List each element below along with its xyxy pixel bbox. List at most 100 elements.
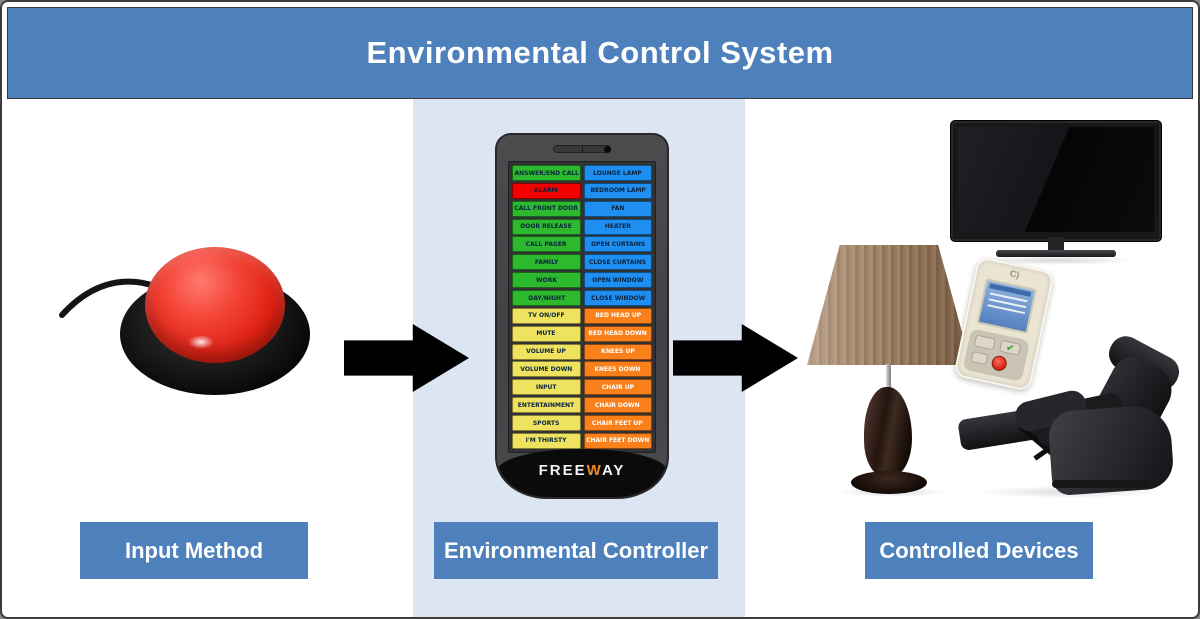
controller-button[interactable]: VOLUME UP [512,343,581,360]
brand-part-2: W [586,462,602,479]
controller-button[interactable]: FAMILY [512,254,581,271]
controller-button-label: CLOSE WINDOW [590,294,645,302]
controller-button-label: OPEN CURTAINS [590,241,645,248]
controller-button[interactable]: CALL PAGER [512,236,581,253]
controller-button-label: WORK [535,276,557,284]
controller-button-label: FAMILY [534,258,558,266]
controller-button-row: INPUT CHAIR UP [512,379,652,396]
controller-button[interactable]: HEATER [583,218,652,235]
controller-button[interactable]: BED HEAD UP [583,307,652,324]
tv-stand-base [996,250,1116,257]
tv-stand-neck [1048,237,1064,250]
controller-button[interactable]: CHAIR FEET DOWN [583,432,652,449]
controller-chin: FREEWAY [497,449,667,497]
tv-shadow [976,256,1136,265]
controller-button-row: DAY/NIGHT CLOSE WINDOW [512,290,652,307]
controller-button-label: LOUNGE LAMP [593,169,643,177]
controller-button-row: CALL PAGER OPEN CURTAINS [512,236,652,253]
controller-button-label: VOLUME DOWN [520,366,573,373]
controller-button[interactable]: BEDROOM LAMP [583,182,652,199]
controller-button[interactable]: INPUT [512,379,581,396]
camera-icon [604,146,611,153]
controller-button-label: CHAIR FEET DOWN [586,437,650,445]
controller-button[interactable]: DAY/NIGHT [512,290,581,307]
controller-button-label: FAN [611,205,625,213]
jellybean-switch-image [59,237,322,402]
title-bar: Environmental Control System [7,7,1193,99]
speaker-icon [553,145,611,153]
environmental-controller-label-text: Environmental Controller [443,537,709,563]
controller-button-label: INPUT [535,384,557,391]
controller-button[interactable]: I'M THIRSTY [512,432,581,449]
controller-button-label: BEDROOM LAMP [590,187,646,195]
tv-screen [958,127,1154,232]
brand-part-1: FREE [538,462,587,479]
input-method-label: Input Method [80,522,308,579]
controller-button-label: BED HEAD UP [594,312,641,320]
freeway-logo: FREEWAY [539,462,626,479]
controller-button-row: WORK OPEN WINDOW [512,272,652,289]
switch-highlight [188,335,214,349]
controller-button-label: CALL FRONT DOOR [514,205,579,213]
controller-button-label: ALARM [534,187,559,195]
controller-button[interactable]: CHAIR DOWN [583,397,652,414]
controller-button-label: CHAIR UP [601,384,634,391]
controller-button-row: VOLUME DOWN KNEES DOWN [512,361,652,378]
controller-button[interactable]: BED HEAD DOWN [583,325,652,342]
controller-button-label: MUTE [536,330,556,338]
lamp-shade [807,245,971,365]
controller-button-label: ENTERTAINMENT [518,401,575,409]
controller-button-row: FAMILY CLOSE CURTAINS [512,254,652,271]
controller-button[interactable]: VOLUME DOWN [512,361,581,378]
controller-button[interactable]: WORK [512,272,581,289]
controller-button-label: HEATER [604,223,631,230]
tv-bezel [950,120,1162,242]
controller-button-row: I'M THIRSTY CHAIR FEET DOWN [512,432,652,449]
controller-button[interactable]: ALARM [512,182,581,199]
controller-button-label: BED HEAD DOWN [588,330,647,338]
controller-button[interactable]: CHAIR FEET UP [583,415,652,432]
controller-button-label: SPORTS [532,419,560,427]
controller-button-label: ANSWER/END CALL [514,169,579,177]
controller-button[interactable]: LOUNGE LAMP [583,165,652,181]
controller-button[interactable]: CLOSE CURTAINS [583,254,652,271]
controller-button-label: KNEES DOWN [594,366,641,373]
controller-button[interactable]: SPORTS [512,415,581,432]
controller-button-label: CHAIR FEET UP [592,419,644,427]
controller-button[interactable]: OPEN WINDOW [583,272,652,289]
lamp-base [851,471,927,494]
controller-button[interactable]: ENTERTAINMENT [512,397,581,414]
lamp-stem [886,364,891,390]
environmental-controller-label: Environmental Controller [434,522,718,579]
controller-button-row: SPORTS CHAIR FEET UP [512,415,652,432]
controller-button-label: CHAIR DOWN [595,401,641,409]
lamp-body [864,387,912,477]
controller-button[interactable]: MUTE [512,325,581,342]
controller-button-row: ANSWER/END CALL LOUNGE LAMP [512,165,652,181]
recliner-chair-image [957,330,1187,498]
controller-button-grid: ANSWER/END CALL LOUNGE LAMP ALARM BEDROOM L… [508,161,656,453]
controller-button-label: OPEN WINDOW [592,276,644,284]
controller-button-label: DOOR RELEASE [520,223,573,230]
controller-button[interactable]: KNEES DOWN [583,361,652,378]
controller-button[interactable]: CLOSE WINDOW [583,290,652,307]
controller-button[interactable]: DOOR RELEASE [512,218,581,235]
controller-button[interactable]: OPEN CURTAINS [583,236,652,253]
brand-part-3: AY [601,462,626,479]
controller-button[interactable]: ANSWER/END CALL [512,165,581,181]
controller-button-label: DAY/NIGHT [527,294,565,302]
controller-button[interactable]: CALL FRONT DOOR [512,200,581,217]
controller-button[interactable]: FAN [583,200,652,217]
controlled-devices-label-text: Controlled Devices [879,537,1079,563]
controller-button-row: CALL FRONT DOOR FAN [512,200,652,217]
controller-button-label: CLOSE CURTAINS [589,258,647,266]
controller-button[interactable]: CHAIR UP [583,379,652,396]
controller-button-row: ALARM BEDROOM LAMP [512,182,652,199]
controller-button-label: CALL PAGER [525,241,567,248]
controller-button-row: MUTE BED HEAD DOWN [512,325,652,342]
controller-button[interactable]: KNEES UP [583,343,652,360]
controller-button[interactable]: TV ON/OFF [512,307,581,324]
freeway-controller-device: ANSWER/END CALL LOUNGE LAMP ALARM BEDROOM L… [495,133,669,499]
